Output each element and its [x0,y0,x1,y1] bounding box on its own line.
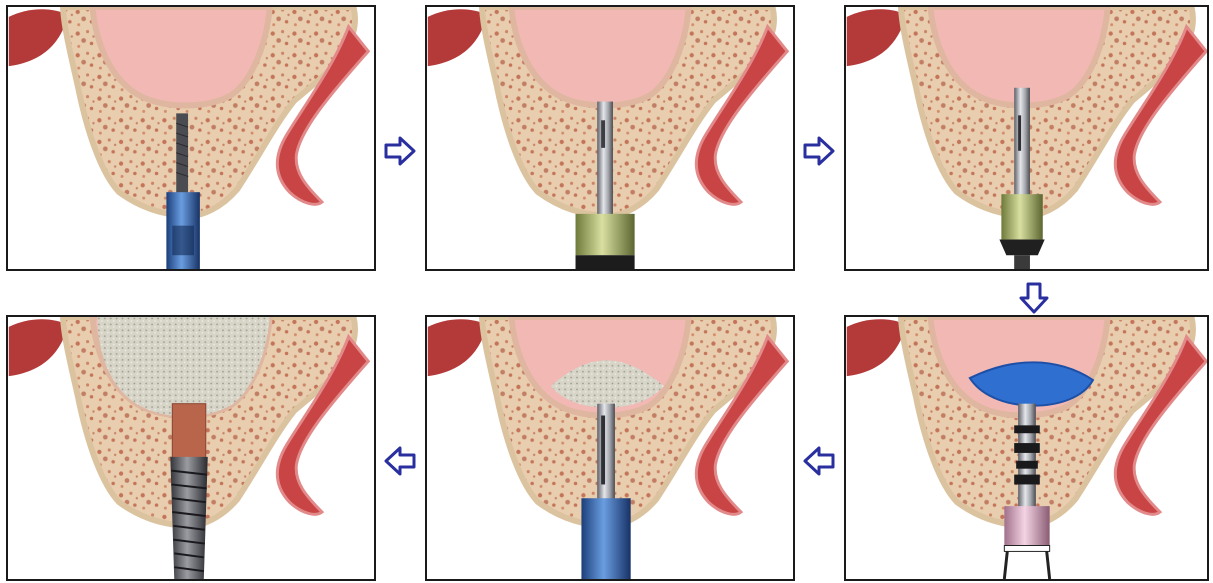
osteotome-illustration [427,7,793,269]
lifter-shaft [1018,404,1036,510]
green-osteotome-hub [576,214,635,255]
graft-carrier-illustration [427,317,793,579]
step-5-panel [425,315,795,581]
implant-body [170,457,207,579]
blue-carrier-hub [581,498,630,579]
left-arrow-icon [383,444,417,478]
step-3-panel [844,5,1209,271]
pilot-drill-illustration [8,7,374,269]
right-arrow-icon [802,134,836,168]
implant-illustration [8,317,374,579]
drill-shaft [1014,88,1030,196]
pink-lifter-hub [1004,506,1049,545]
osteotome-shaft [597,102,613,218]
right-arrow-icon [383,134,417,168]
step-4-panel [844,315,1209,581]
step-1-panel [6,5,376,271]
step-6-panel [6,315,376,581]
left-arrow-icon [802,444,836,478]
implant-top [172,404,205,459]
membrane-lift-illustration [846,317,1207,579]
step-2-panel [425,5,795,271]
green-drill-stop [1001,194,1042,239]
drill-stop-illustration [846,7,1207,269]
down-arrow-icon [1017,281,1051,315]
graft-carrier-shaft [597,404,615,506]
